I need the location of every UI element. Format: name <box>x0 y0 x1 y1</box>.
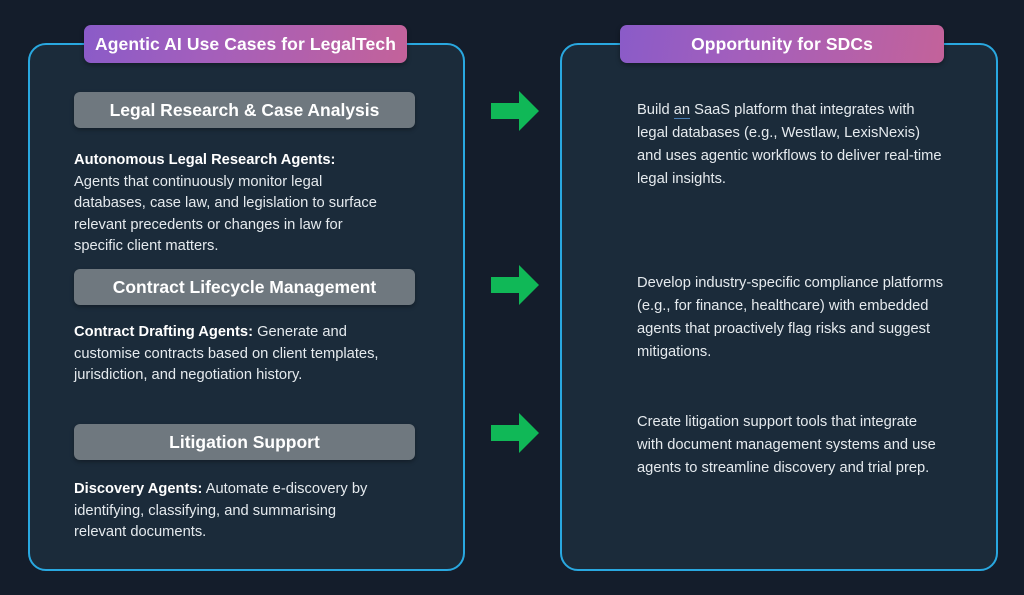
section-body-text: Agents that continuously monitor legal d… <box>74 173 377 255</box>
right-column-header-label: Opportunity for SDCs <box>691 33 873 54</box>
section-lead-label: Autonomous Legal Research Agents: <box>74 152 336 168</box>
right-arrow-icon <box>491 91 539 131</box>
section-pill-label: Litigation Support <box>169 431 320 452</box>
opportunity-text-contract-lifecycle: Develop industry-specific compliance pla… <box>637 272 947 364</box>
right-arrow-icon <box>491 413 539 453</box>
section-body-text: Generate and customise contracts based o… <box>74 324 379 383</box>
section-body-text: Automate e-discovery by identifying, cla… <box>74 481 368 540</box>
left-column-header-label: Agentic AI Use Cases for LegalTech <box>95 33 396 54</box>
section-pill-legal-research: Legal Research & Case Analysis <box>74 92 415 128</box>
opportunity-text-legal-research: Build an SaaS platform that integrates w… <box>637 99 947 191</box>
section-pill-label: Legal Research & Case Analysis <box>109 99 380 120</box>
grammar-flagged-word[interactable]: an <box>673 102 691 119</box>
left-column-header-banner: Agentic AI Use Cases for LegalTech <box>84 25 407 63</box>
section-description-litigation-support: Discovery Agents: Automate e-discovery b… <box>74 479 392 544</box>
section-pill-label: Contract Lifecycle Management <box>112 276 377 297</box>
right-panel <box>560 43 998 571</box>
opportunity-text-litigation-support: Create litigation support tools that int… <box>637 411 947 480</box>
section-description-contract-lifecycle: Contract Drafting Agents: Generate and c… <box>74 322 392 387</box>
section-description-legal-research: Autonomous Legal Research Agents: Agents … <box>74 150 392 258</box>
section-lead-label: Discovery Agents: <box>74 481 203 497</box>
right-column-header-banner: Opportunity for SDCs <box>620 25 944 63</box>
section-pill-contract-lifecycle: Contract Lifecycle Management <box>74 269 415 305</box>
section-pill-litigation-support: Litigation Support <box>74 424 415 460</box>
opportunity-text-after: SaaS platform that integrates with legal… <box>637 102 942 187</box>
opportunity-text-before: Build <box>637 102 674 118</box>
opportunity-text-after: Create litigation support tools that int… <box>637 414 936 476</box>
right-arrow-icon <box>491 265 539 305</box>
left-panel <box>28 43 465 571</box>
section-lead-label: Contract Drafting Agents: <box>74 324 253 340</box>
opportunity-text-after: Develop industry-specific compliance pla… <box>637 275 944 360</box>
